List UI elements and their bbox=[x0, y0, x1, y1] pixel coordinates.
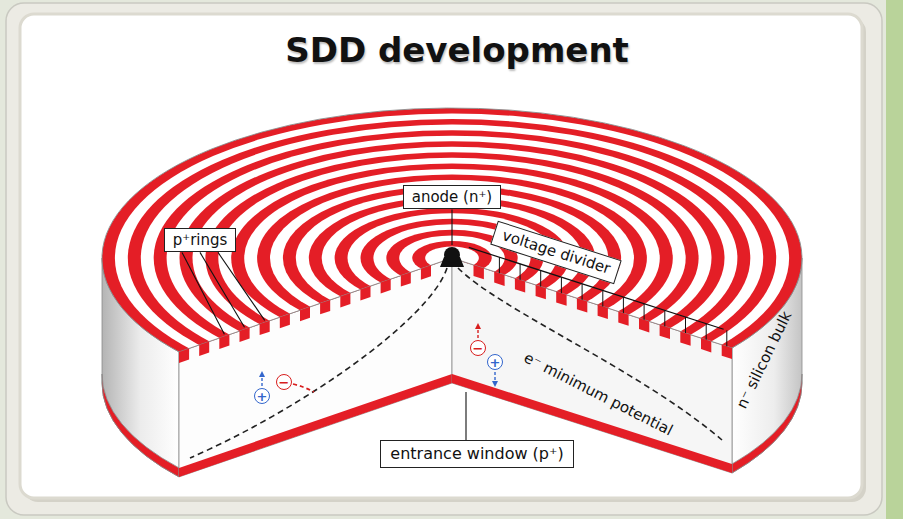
divider-tap bbox=[644, 304, 645, 320]
divider-tap bbox=[582, 284, 583, 300]
divider-tap bbox=[520, 264, 521, 280]
inner-panel bbox=[20, 14, 862, 498]
leader-line bbox=[200, 252, 245, 327]
ring-gap bbox=[218, 158, 685, 358]
ring-section bbox=[340, 293, 350, 308]
potential-line bbox=[190, 268, 447, 458]
ring-section bbox=[280, 314, 290, 329]
node-text: anode (n⁺) bbox=[412, 188, 493, 206]
ring-section bbox=[680, 331, 690, 345]
divider-tap bbox=[540, 271, 541, 287]
region-label: n⁻ silicon bulk bbox=[733, 308, 796, 411]
electron-drift bbox=[293, 384, 314, 392]
hole-drift bbox=[494, 372, 495, 386]
top-rim bbox=[102, 108, 802, 352]
outer-frame bbox=[6, 3, 882, 515]
ring-section bbox=[701, 338, 711, 352]
p-ring bbox=[102, 108, 802, 408]
leader-line bbox=[451, 209, 452, 245]
leader-line bbox=[465, 392, 466, 440]
node-text: p⁺rings bbox=[173, 231, 228, 249]
ring-section bbox=[199, 342, 209, 356]
ring-section bbox=[240, 328, 250, 343]
node-text: + bbox=[490, 356, 501, 369]
ring-section bbox=[577, 298, 587, 312]
callout-box: voltage divider bbox=[490, 220, 622, 283]
divider-tap bbox=[623, 297, 624, 313]
ring-section bbox=[536, 285, 546, 299]
callout-box: p⁺rings bbox=[164, 228, 237, 253]
electron-charge: − bbox=[470, 340, 486, 356]
ring-gap bbox=[244, 169, 660, 347]
ring-section bbox=[219, 335, 229, 350]
ring-section bbox=[660, 325, 670, 339]
divider-tap bbox=[561, 277, 562, 293]
ring-section bbox=[421, 265, 431, 280]
ring-gap bbox=[167, 136, 738, 381]
entrance-window-layer bbox=[102, 374, 179, 477]
ring-section bbox=[401, 272, 411, 286]
side-strip bbox=[886, 0, 903, 519]
region-label: e⁻ minimum potential bbox=[521, 349, 676, 440]
electron-charge: − bbox=[276, 374, 292, 390]
divider-tap bbox=[685, 317, 686, 333]
ring-gap bbox=[425, 247, 479, 270]
node-text: voltage divider bbox=[500, 226, 613, 278]
ring-section bbox=[722, 345, 732, 359]
ring-section bbox=[474, 265, 484, 279]
ring-gap bbox=[193, 147, 712, 369]
ring-section bbox=[598, 305, 608, 319]
callout-box: entrance window (p⁺) bbox=[380, 440, 573, 468]
leader-line bbox=[182, 252, 224, 334]
node-text: − bbox=[473, 342, 484, 355]
node-text: − bbox=[279, 376, 290, 389]
ring-section bbox=[179, 348, 189, 363]
hole-charge: + bbox=[487, 354, 503, 370]
p-ring bbox=[283, 186, 621, 331]
divider-tap bbox=[499, 257, 500, 273]
p-ring bbox=[257, 175, 647, 342]
ring-section bbox=[556, 292, 566, 306]
hole-drift bbox=[261, 372, 262, 386]
ring-section bbox=[300, 307, 310, 322]
divider-tap bbox=[664, 310, 665, 326]
ring-section bbox=[260, 321, 270, 335]
potential-line bbox=[458, 268, 722, 440]
electron-drift bbox=[477, 324, 478, 338]
ring-section bbox=[618, 311, 628, 325]
p-ring bbox=[231, 163, 673, 352]
p-ring bbox=[180, 141, 725, 375]
anode-contact bbox=[444, 247, 460, 263]
p-ring bbox=[154, 130, 751, 386]
ring-section bbox=[381, 279, 391, 293]
ring-section bbox=[515, 278, 525, 292]
ring-section bbox=[494, 272, 504, 286]
p-ring bbox=[128, 119, 776, 397]
divider-tap bbox=[602, 291, 603, 307]
ring-gap bbox=[115, 114, 789, 403]
ring-group bbox=[102, 108, 802, 408]
title: SDD development bbox=[285, 30, 629, 70]
divider-tap bbox=[726, 330, 727, 346]
hole-charge: + bbox=[254, 388, 270, 404]
ring-gap bbox=[141, 125, 763, 392]
ring-section bbox=[639, 318, 649, 332]
p-ring bbox=[205, 152, 698, 363]
ring-gap bbox=[270, 180, 634, 336]
node-text: entrance window (p⁺) bbox=[390, 444, 563, 463]
ring-section bbox=[320, 300, 330, 314]
leader-line bbox=[218, 252, 265, 320]
node-text: + bbox=[257, 390, 268, 403]
ring-section bbox=[360, 286, 370, 301]
callout-box: anode (n⁺) bbox=[403, 185, 502, 210]
divider-tap bbox=[706, 324, 707, 340]
